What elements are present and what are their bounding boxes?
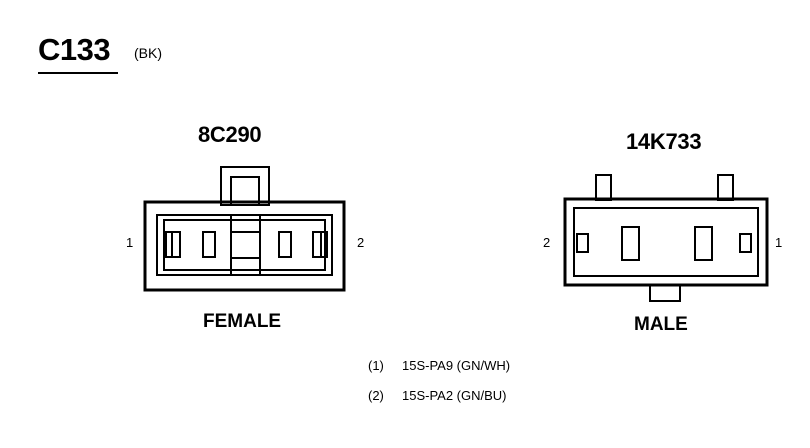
female-part-number: 8C290 bbox=[198, 122, 262, 147]
male-pin-1-side bbox=[739, 233, 752, 253]
pin-legend-row-2: (2) 15S-PA2 (GN/BU) bbox=[368, 389, 507, 402]
male-connector-face bbox=[563, 174, 769, 302]
connector-color-code: (BK) bbox=[134, 45, 162, 61]
male-part-number: 14K733 bbox=[626, 129, 702, 154]
male-pin-2-blade bbox=[621, 226, 640, 261]
female-terminal-2-inner bbox=[278, 231, 292, 258]
male-pin-2-side bbox=[576, 233, 589, 253]
male-pin-left-number: 2 bbox=[543, 235, 551, 250]
female-connector-face bbox=[143, 166, 346, 292]
female-pin-right-number: 2 bbox=[357, 235, 365, 250]
pin-legend-row-1: (1) 15S-PA9 (GN/WH) bbox=[368, 359, 510, 372]
male-pin-right-number: 1 bbox=[775, 235, 783, 250]
connector-id-title: C133 bbox=[38, 32, 111, 67]
male-pin-1-blade bbox=[694, 226, 713, 261]
pin-legend-circuit: 15S-PA9 (GN/WH) bbox=[402, 358, 511, 373]
female-gender-label: FEMALE bbox=[203, 311, 282, 332]
title-underline bbox=[38, 72, 118, 74]
female-terminal-1-inner bbox=[202, 231, 216, 258]
pin-legend-circuit: 15S-PA2 (GN/BU) bbox=[402, 388, 507, 403]
pin-legend-number: (2) bbox=[368, 388, 384, 403]
male-gender-label: MALE bbox=[634, 314, 688, 335]
female-pin-left-number: 1 bbox=[126, 235, 134, 250]
pin-legend-number: (1) bbox=[368, 358, 384, 373]
